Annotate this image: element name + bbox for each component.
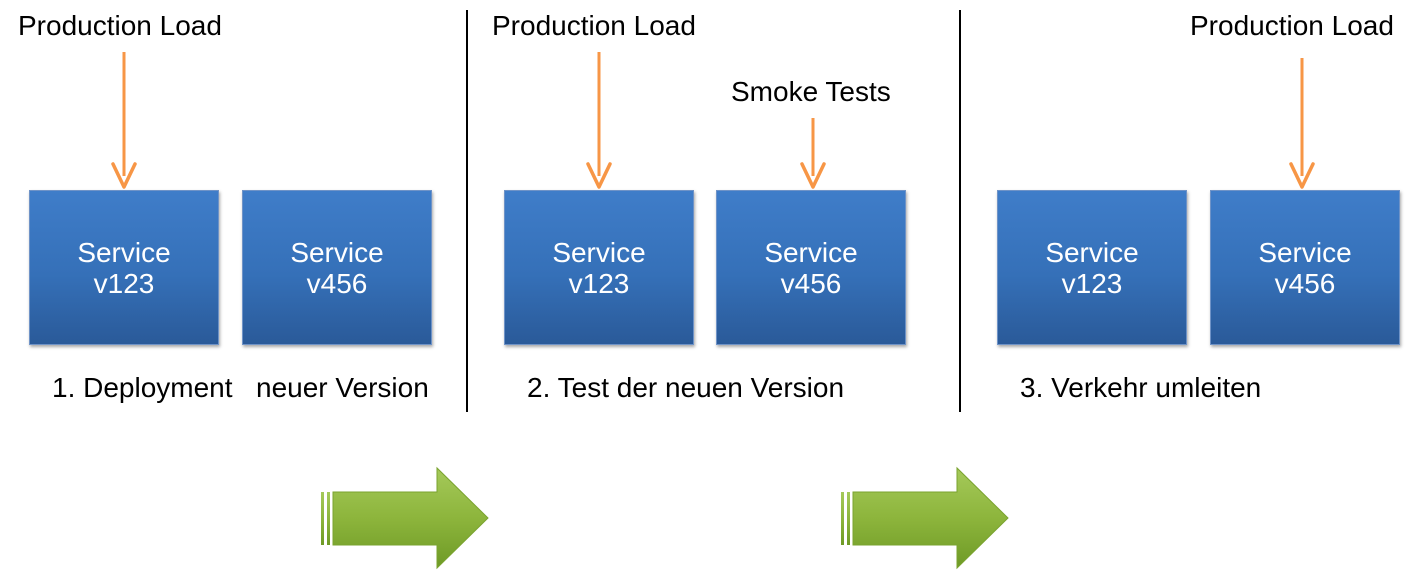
service-name: Service [77,236,171,268]
stage3-step-label: 3. Verkehr umleiten [1020,372,1262,403]
service-name: Service [290,236,384,268]
stage2-load-arrow [586,52,612,189]
service-version: v123 [1061,267,1123,299]
stage1-service-v123: Service v123 [29,190,219,345]
service-name: Service [1045,236,1139,268]
flow-arrow-1 [321,466,489,570]
service-version: v123 [93,267,155,299]
service-version: v456 [1274,267,1336,299]
stage3-service-v456: Service v456 [1210,190,1400,345]
stage1-load-arrow [111,52,137,189]
service-name: Service [1258,236,1352,268]
stage2-step-label: 2. Test der neuen Version [527,372,845,403]
stage2-smoke-arrow [800,118,826,189]
stage1-step-suffix: neuer Version [256,372,429,403]
stage2-service-v123: Service v123 [504,190,694,345]
stage-divider-2 [959,10,961,412]
flow-arrow-2 [841,466,1009,570]
stage2-service-v456: Service v456 [716,190,906,345]
stage2-smoke-label: Smoke Tests [731,76,891,107]
stage1-load-label: Production Load [18,10,222,41]
stage3-load-arrow [1289,58,1315,189]
service-name: Service [552,236,646,268]
service-name: Service [764,236,858,268]
service-version: v456 [780,267,842,299]
stage3-service-v123: Service v123 [997,190,1187,345]
service-version: v123 [568,267,630,299]
service-version: v456 [306,267,368,299]
stage1-step-label: 1. Deployment [52,372,233,403]
stage2-load-label: Production Load [492,10,696,41]
stage-divider-1 [466,10,468,412]
stage3-load-label: Production Load [1190,10,1394,41]
stage1-service-v456: Service v456 [242,190,432,345]
